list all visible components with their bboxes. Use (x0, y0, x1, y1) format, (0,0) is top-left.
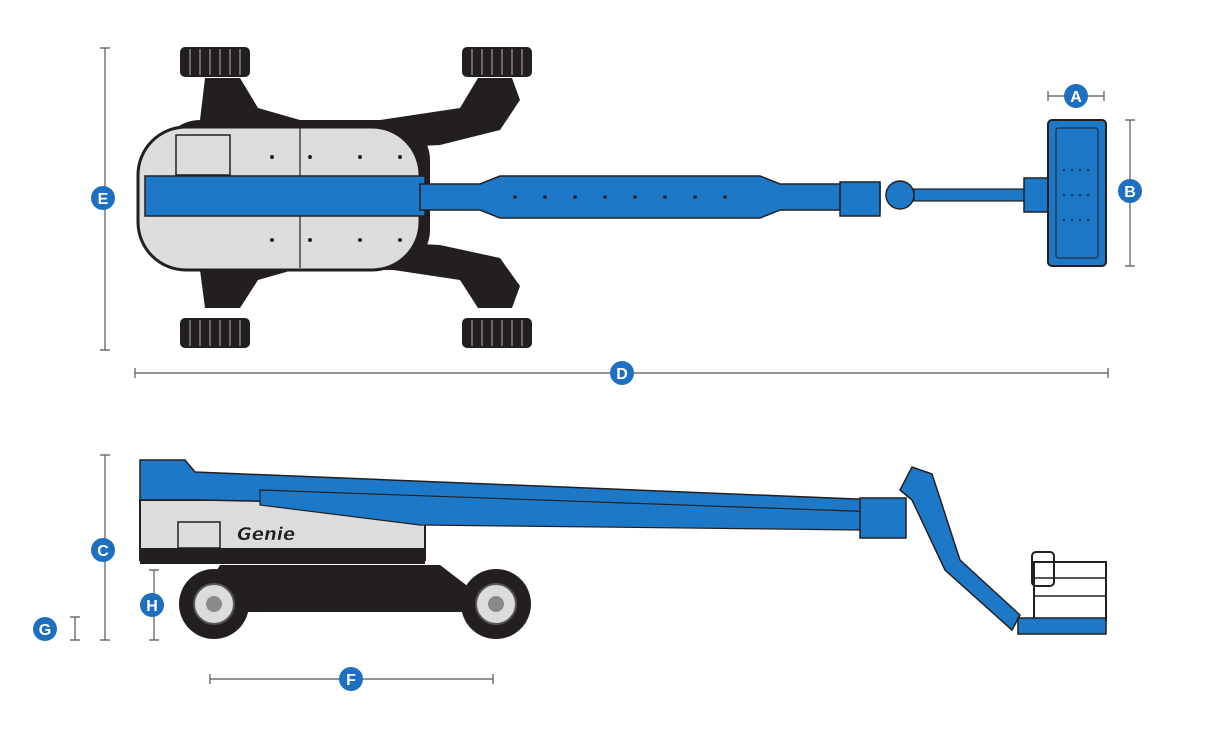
wheel-rear (461, 569, 531, 639)
svg-text:D: D (616, 366, 628, 383)
badge-d: D (610, 361, 634, 385)
badge-f: F (339, 667, 363, 691)
svg-text:B: B (1124, 184, 1136, 201)
tire-rear-right (462, 318, 532, 348)
svg-text:A: A (1070, 89, 1082, 106)
badge-b: B (1118, 179, 1142, 203)
chassis-side (205, 565, 500, 612)
svg-text:F: F (346, 672, 356, 689)
badge-g: G (33, 617, 57, 641)
badge-e: E (91, 186, 115, 210)
boom-side (139, 459, 1021, 632)
badge-a: A (1064, 84, 1088, 108)
top-view (136, 47, 1107, 348)
badge-h: H (140, 593, 164, 617)
side-view (139, 459, 1107, 639)
genie-logo: Genie (237, 524, 295, 545)
svg-text:E: E (98, 191, 109, 208)
svg-text:H: H (146, 598, 158, 615)
badge-c: C (91, 538, 115, 562)
svg-text:G: G (39, 622, 51, 639)
svg-text:C: C (97, 543, 109, 560)
platform-basket-top (1047, 119, 1107, 267)
tire-front-right (180, 318, 250, 348)
wheel-front (179, 569, 249, 639)
platform-basket-side (1017, 551, 1107, 635)
boom-top (144, 175, 1053, 219)
tire-rear-left (462, 47, 532, 77)
tire-front-left (180, 47, 250, 77)
